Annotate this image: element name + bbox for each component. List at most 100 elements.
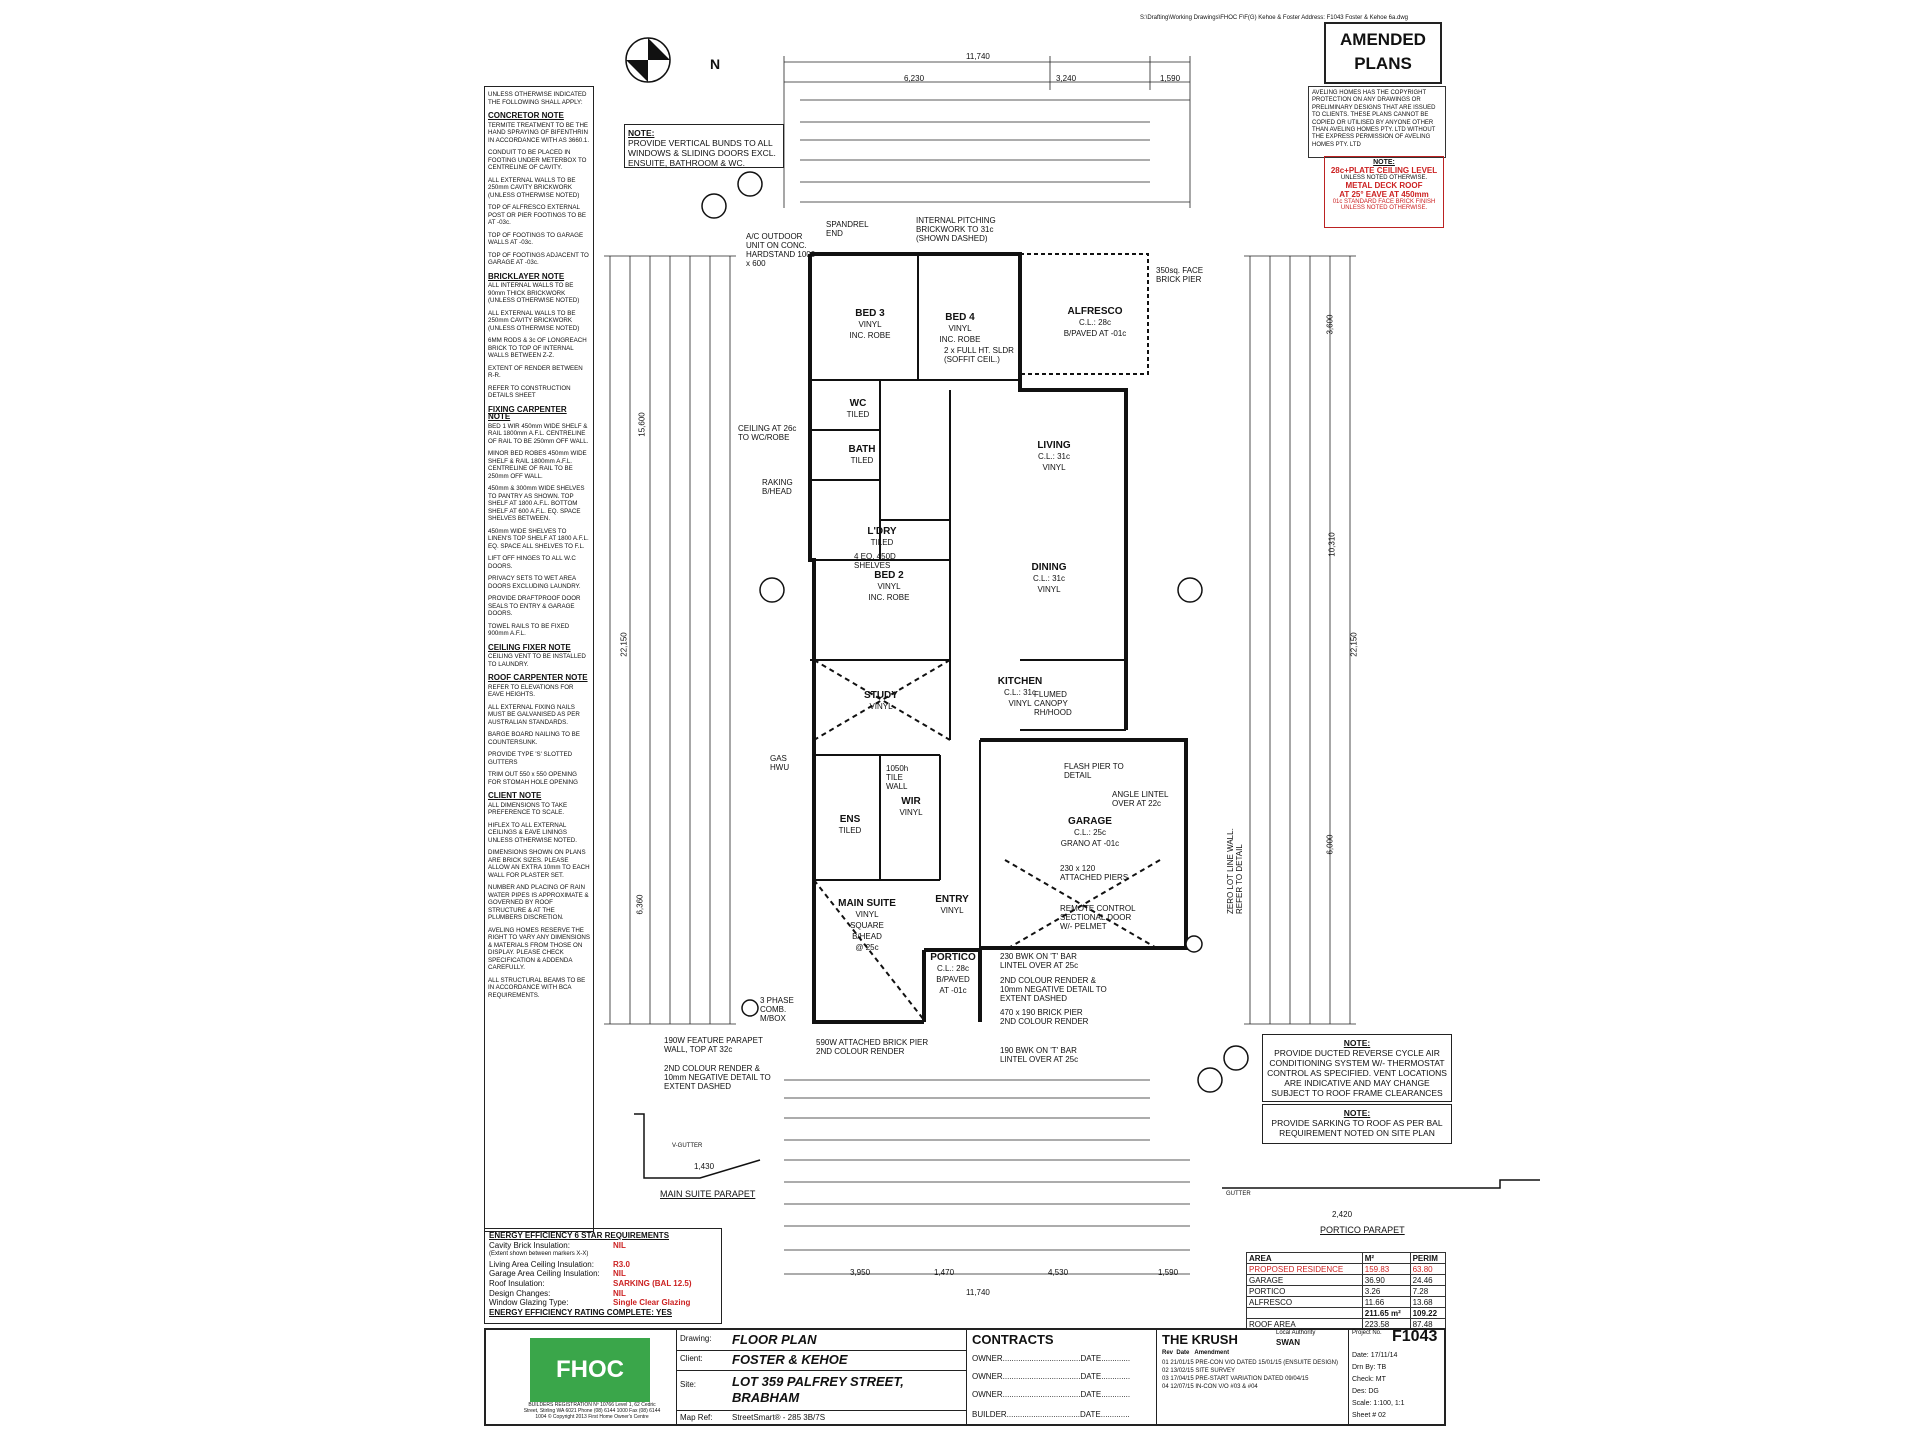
bottom-dim-2: 1,470: [934, 1268, 955, 1277]
fixing-note: LIFT OFF HINGES TO ALL W.C DOORS.: [488, 555, 576, 570]
fixing-note: TOWEL RAILS TO BE FIXED 900mm A.F.L.: [488, 622, 570, 638]
client-note: AVELING HOMES RESERVE THE RIGHT TO VARY …: [488, 926, 591, 972]
overall-length-right: 22,150: [1349, 632, 1359, 657]
fixing-note: 450mm & 300mm WIDE SHELVES TO PANTRY AS …: [488, 485, 585, 522]
client-label: Client:: [680, 1354, 703, 1363]
callout-garage-door: REMOTE CONTROL SECTIONAL DOOR W/- PELMET: [1060, 904, 1136, 931]
concretor-note: TOP OF ALFRESCO EXTERNAL POST OR PIER FO…: [488, 204, 586, 226]
callout-attached-piers: 230 x 120 ATTACHED PIERS: [1060, 864, 1129, 882]
callout-190-lintel: 190 BWK ON 'T' BAR LINTEL OVER AT 25c: [1000, 1046, 1079, 1064]
bottom-dim-4: 1,590: [1158, 1268, 1179, 1277]
sheet-row: Sheet # 02: [1352, 1412, 1386, 1419]
bricklayer-note: ALL INTERNAL WALLS TO BE 90mm THICK BRIC…: [488, 282, 580, 304]
sarking-note-title: NOTE:: [1343, 1108, 1371, 1118]
fixing-carpenter-note-heading: FIXING CARPENTER NOTE: [488, 404, 567, 421]
owner-signature-1: OWNER...................................…: [972, 1354, 1131, 1363]
client-note: HIFLEX TO ALL EXTERNAL CEILINGS & EAVE L…: [488, 821, 577, 844]
callout-aircon: A/C OUTDOOR UNIT ON CONC. HARDSTAND 1000…: [746, 232, 816, 268]
rev-headers: Rev Date Amendment: [1162, 1350, 1230, 1356]
project-number: F1043: [1392, 1328, 1438, 1345]
roof-note: BARGE BOARD NAILING TO BE COUNTERSUNK.: [488, 731, 580, 746]
site-line1: LOT 359 PALFREY STREET,: [732, 1374, 904, 1389]
notes-intro: UNLESS OTHERWISE INDICATED THE FOLLOWING…: [488, 91, 587, 106]
energy-complete: ENERGY EFFICIENCY RATING COMPLETE: YES: [489, 1307, 672, 1317]
drawing-label: Drawing:: [680, 1334, 712, 1343]
file-path: S:\Drafting\Working Drawings\FHOC F\F(G)…: [1140, 15, 1408, 21]
authority: SWAN: [1276, 1338, 1300, 1347]
model-name: THE KRUSH: [1162, 1332, 1238, 1347]
callout-pitching: INTERNAL PITCHING BRICKWORK TO 31c (SHOW…: [916, 216, 996, 243]
portico-parapet-label: PORTICO PARAPET: [1320, 1225, 1405, 1235]
callout-attached-brick-pier: 590W ATTACHED BRICK PIER 2ND COLOUR REND…: [816, 1038, 929, 1056]
site-line2: BRABHAM: [732, 1390, 800, 1405]
parapet-width-2: 2,420: [1332, 1210, 1353, 1219]
energy-row: Cavity Brick Insulation:NIL: [489, 1240, 626, 1250]
roof-carpenter-note-heading: ROOF CARPENTER NOTE: [488, 673, 588, 682]
left-dim-2: 6,360: [635, 894, 645, 915]
bottom-dim-3: 4,530: [1048, 1268, 1069, 1277]
energy-row: Window Glazing Type:Single Clear Glazing: [489, 1298, 691, 1308]
client-note-heading: CLIENT NOTE: [488, 791, 542, 800]
sarking-note: NOTE: PROVIDE SARKING TO ROOF AS PER BAL…: [1262, 1104, 1452, 1144]
callout-meterbox: 3 PHASE COMB. M/BOX: [760, 996, 794, 1023]
roof-note: TRIM OUT 550 x 550 OPENING FOR STOMAH HO…: [488, 771, 578, 786]
aircon-note: NOTE: PROVIDE DUCTED REVERSE CYCLE AIR C…: [1262, 1034, 1452, 1102]
builder-signature: BUILDER.................................…: [972, 1410, 1130, 1419]
ceiling-note: CEILING VENT TO BE INSTALLED TO LAUNDRY.: [488, 653, 586, 668]
top-dim-3: 1,590: [1160, 74, 1181, 83]
concretor-note: TERMITE TREATMENT TO BE THE HAND SPRAYIN…: [488, 121, 590, 144]
v-gutter-label: V-GUTTER: [672, 1143, 703, 1149]
energy-row: (Extent shown between markers X-X): [489, 1251, 589, 1258]
drawing-name: FLOOR PLAN: [732, 1332, 817, 1347]
callout-flash-pier: FLASH PIER TO DETAIL: [1064, 762, 1124, 780]
roof-type: METAL DECK ROOF: [1345, 181, 1423, 190]
bricklayer-note-heading: BRICKLAYER NOTE: [488, 271, 565, 281]
date-row: Date: 17/11/14: [1352, 1352, 1398, 1359]
client-note: ALL STRUCTURAL BEAMS TO BE IN ACCORDANCE…: [488, 976, 586, 999]
aircon-note-title: NOTE:: [1343, 1038, 1371, 1048]
brick-finish: 01c STANDARD FACE BRICK FINISH UNLESS NO…: [1332, 199, 1436, 211]
fhoc-logo: FHOC: [530, 1338, 650, 1402]
north-label: N: [710, 56, 721, 72]
project-label: Project No.: [1352, 1330, 1382, 1336]
callout-tile-wall: 1050h TILE WALL: [886, 764, 909, 791]
callout-gas-hwu: GAS HWU: [770, 754, 790, 772]
roof-note: ALL EXTERNAL FIXING NAILS MUST BE GALVAN…: [488, 703, 580, 726]
revision-row: 01 21/01/15 PRE-CON V/O DATED 15/01/15 (…: [1162, 1360, 1338, 1366]
north-arrow-icon: [625, 37, 671, 83]
energy-efficiency-box: ENERGY EFFICIENCY 6 STAR REQUIREMENTS Ca…: [484, 1228, 722, 1324]
energy-title: ENERGY EFFICIENCY 6 STAR REQUIREMENTS: [489, 1231, 670, 1240]
callout-feature-parapet: 190W FEATURE PARAPET WALL, TOP AT 32c: [664, 1036, 763, 1054]
revision-row: 02 13/02/15 SITE SURVEY: [1162, 1368, 1235, 1374]
area-header-row: AREA M² PERIM: [1246, 1252, 1447, 1264]
bunds-note-title: NOTE:: [628, 128, 655, 138]
callout-angle-lintel: ANGLE LINTEL OVER AT 22c: [1112, 790, 1169, 808]
callout-spandrel: SPANDREL END: [826, 220, 869, 238]
top-dim-1: 6,230: [904, 74, 925, 83]
overall-length-left: 22,150: [619, 632, 629, 657]
callout-render-2: 2ND COLOUR RENDER & 10mm NEGATIVE DETAIL…: [664, 1064, 771, 1091]
parapet-width-1: 1,430: [694, 1162, 715, 1171]
drawn-by-row: Drn By: TB: [1352, 1364, 1387, 1371]
designer-row: Des: DG: [1352, 1388, 1379, 1395]
general-notes-column: UNLESS OTHERWISE INDICATED THE FOLLOWING…: [484, 86, 594, 1232]
callout-brick-pier: 470 x 190 BRICK PIER 2ND COLOUR RENDER: [1000, 1008, 1089, 1026]
fixing-note: PROVIDE DRAFTPROOF DOOR SEALS TO ENTRY &…: [488, 595, 581, 617]
bunds-note: NOTE: PROVIDE VERTICAL BUNDS TO ALL WIND…: [624, 124, 784, 168]
aircon-note-text: PROVIDE DUCTED REVERSE CYCLE AIR CONDITI…: [1267, 1048, 1447, 1098]
